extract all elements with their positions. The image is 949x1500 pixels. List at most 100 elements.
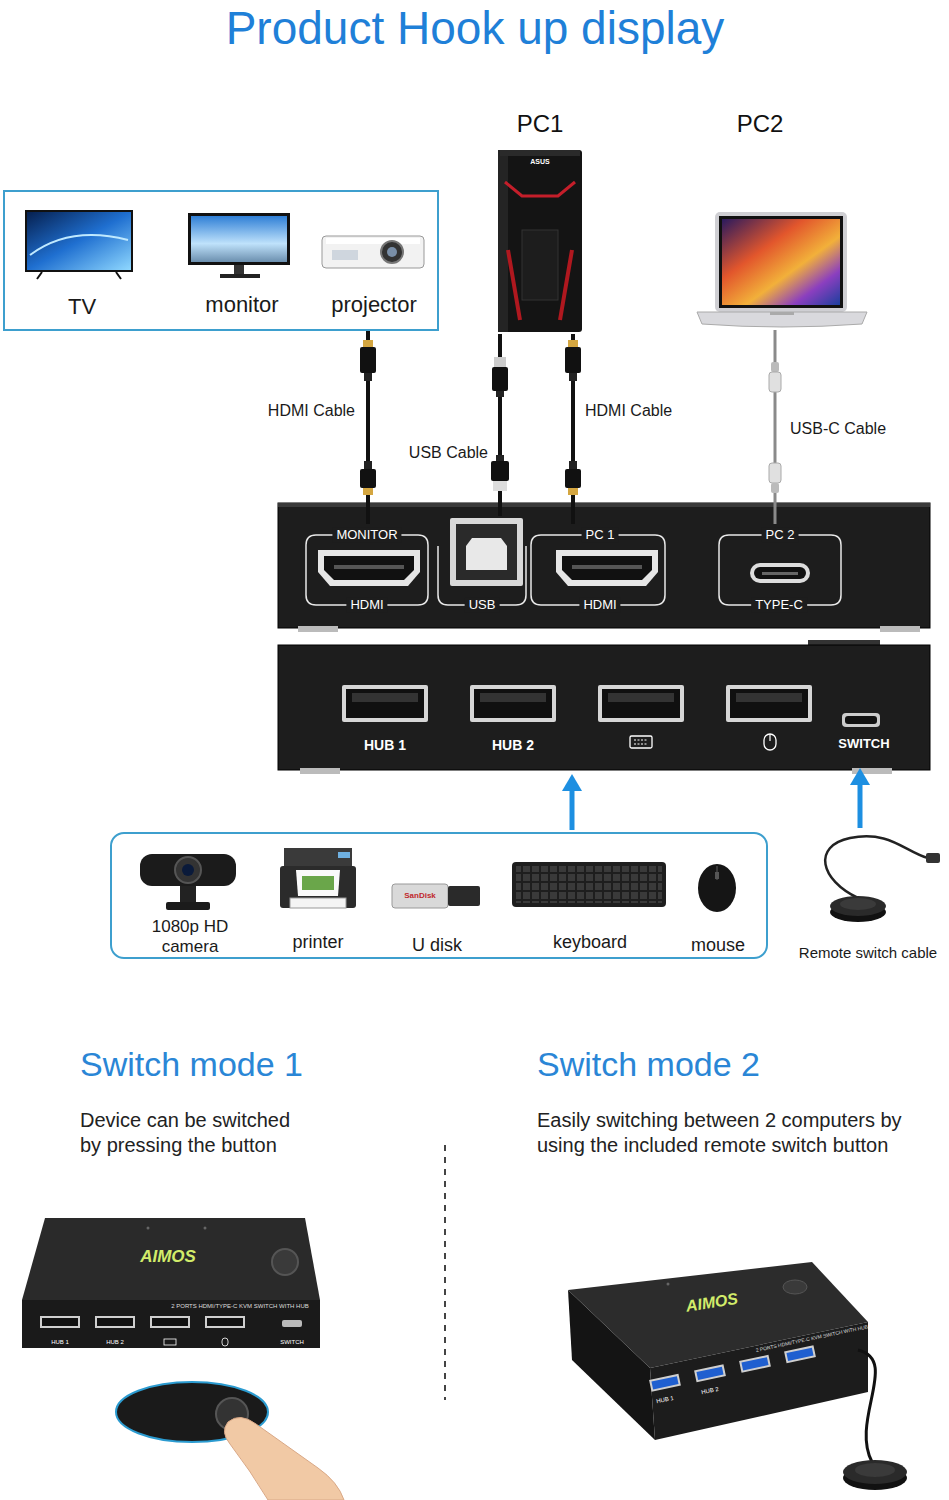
usb-a-socket [608, 693, 674, 702]
node-label: HUB 1 [364, 737, 406, 753]
button-zoom [116, 1382, 344, 1500]
remote-switch-picture [840, 898, 876, 910]
printer-picture [296, 870, 340, 896]
remote-switch-picture [825, 836, 928, 898]
mouse-icon [764, 734, 776, 750]
usb-plug [496, 391, 504, 397]
usb-a-socket [342, 685, 812, 722]
projector-picture [326, 238, 420, 244]
pc-tower-picture [498, 150, 582, 332]
usb-a-socket [346, 689, 424, 718]
hdmi-socket [556, 550, 658, 586]
kvm-back-panel [278, 503, 930, 507]
camera-picture [182, 864, 194, 876]
port-outline [719, 535, 841, 605]
micro-usb-socket [842, 713, 880, 727]
laptop-picture [719, 216, 843, 308]
monitor-picture [188, 213, 290, 265]
hdmi-plug [565, 469, 581, 488]
kvm-photo [22, 1218, 320, 1300]
pc-tower-picture [500, 150, 580, 156]
section-heading: Switch mode 1 [80, 1045, 303, 1084]
micro-usb-socket [842, 713, 880, 727]
kvm-photo-remote [784, 1345, 816, 1363]
cable-label: USB-C Cable [790, 420, 886, 438]
monitor-picture [188, 213, 290, 278]
tv-picture [25, 210, 133, 279]
hdmi-socket [334, 565, 404, 569]
tv-picture [27, 212, 131, 270]
hdmi-plug [364, 461, 372, 469]
title: Product Hook up display [226, 2, 725, 55]
kvm-photo-remote [858, 1350, 875, 1462]
arrow-head [850, 768, 870, 785]
usb-a-socket [470, 685, 556, 722]
kvm-photo-remote [739, 1355, 771, 1373]
hdmi-plug [568, 488, 578, 495]
kvm-front-panel [278, 640, 930, 774]
switch-port: SWITCH [830, 706, 898, 768]
brand-logo: AIMOS [685, 1290, 740, 1316]
usb-plug [492, 367, 508, 391]
hdmi-plug [569, 461, 577, 469]
kvm-photo-remote [741, 1357, 768, 1370]
hdmi-plug [360, 347, 376, 373]
printer-picture [284, 848, 352, 868]
cable-line [774, 330, 777, 524]
usb-drive-picture [448, 886, 480, 906]
peripheral-group: 1080p HD cameraprinterU diskkeyboardmous… [110, 832, 768, 959]
laptop-picture [697, 212, 867, 327]
node-label: TV [68, 294, 96, 319]
kvm-back-panel [880, 626, 920, 632]
kvm-photo-remote [667, 1283, 670, 1286]
hdmi-plug [360, 340, 581, 495]
tv-picture [37, 272, 121, 279]
port-label: SWITCH [280, 1339, 304, 1346]
projector-picture [381, 241, 403, 263]
camera-picture [140, 854, 236, 910]
kvm-photo [204, 1227, 207, 1230]
node-label: Remote switch cable [799, 944, 937, 961]
kvm-photo [282, 1320, 302, 1327]
port-bracket: MONITORHDMI [305, 524, 429, 616]
pc-tower-picture [498, 150, 582, 332]
section-heading: Switch mode 2 [537, 1045, 760, 1084]
laptop-picture [697, 312, 867, 327]
hdmi-plug [568, 340, 578, 347]
projector-picture [322, 236, 424, 268]
node-label: HUB 2 [492, 737, 534, 753]
node-label: keyboard [553, 932, 627, 953]
usb-a-socket [736, 693, 802, 702]
kvm-photo-remote [783, 1280, 807, 1294]
kvm-photo [42, 1318, 78, 1326]
usb-c-socket [750, 563, 810, 583]
node-label: SWITCH [838, 737, 889, 752]
port-outline [531, 535, 665, 605]
usb-a-socket [726, 685, 812, 722]
projector-picture [332, 250, 358, 260]
node-label: MONITOR [332, 528, 401, 543]
camera-picture [175, 857, 201, 883]
flow-arrow [562, 774, 582, 830]
laptop: PC2 [692, 108, 872, 330]
node-label: TYPE-C [751, 598, 807, 613]
usb-c-plug [769, 463, 781, 483]
usb-c-socket [750, 563, 810, 583]
usb-c-socket [762, 572, 798, 575]
hdmi-socket [318, 550, 420, 586]
kvm-photo [95, 1316, 135, 1328]
node-label: 1080p HD camera [144, 917, 236, 956]
node-label: PC 2 [762, 528, 799, 543]
node-label: printer [292, 932, 343, 953]
usb-a-socket [480, 693, 546, 702]
kvm-photo [147, 1227, 150, 1230]
kvm-photo-remote [739, 1355, 771, 1373]
hdmi-socket [556, 550, 658, 586]
remote-switch-picture [830, 896, 886, 916]
kvm-photo [22, 1218, 320, 1348]
kvm-photo-remote [855, 1463, 895, 1477]
keyboard-icon [630, 736, 652, 748]
hdmi-socket [572, 565, 642, 569]
usb-plug [496, 455, 504, 461]
micro-usb-socket [845, 716, 877, 724]
